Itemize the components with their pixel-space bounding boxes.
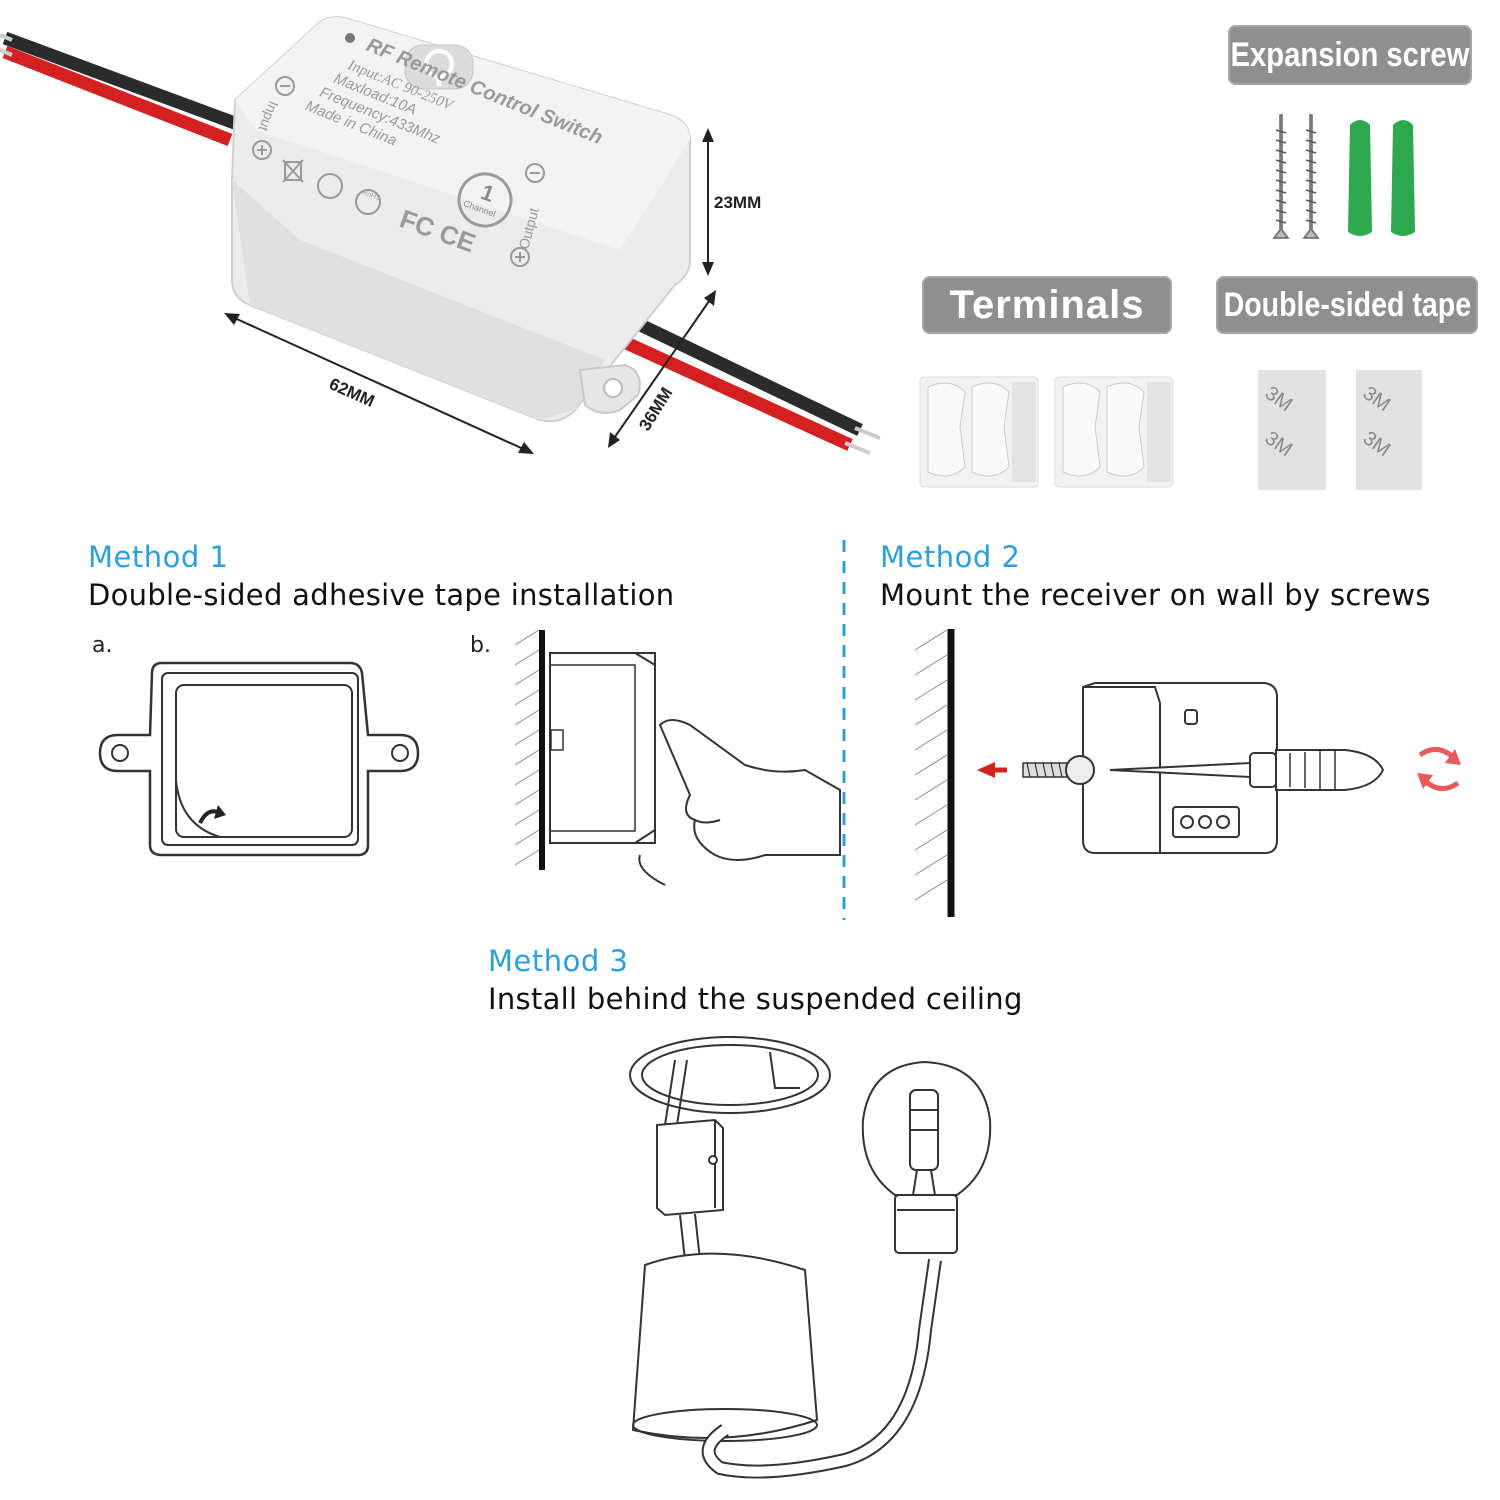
expansion-screw-badge: Expansion screw <box>1228 25 1472 85</box>
wall-anchor-icon <box>1391 120 1415 236</box>
rotate-icon <box>1417 747 1461 791</box>
method-2-description: Mount the receiver on wall by screws <box>880 578 1431 612</box>
dimension-height: 23MM <box>702 128 761 276</box>
tape-back-diagram <box>98 661 420 857</box>
screw-mount-diagram <box>914 629 1461 917</box>
ceiling-hole <box>629 1036 831 1114</box>
red-arrow-icon <box>977 762 1007 778</box>
expansion-screws-image <box>1272 114 1415 239</box>
tape-image: 3M 3M 3M 3M <box>1258 370 1422 490</box>
expansion-screw-label: Expansion screw <box>1230 35 1470 74</box>
ceiling-install-diagram <box>629 1036 992 1479</box>
wall-hatching <box>914 629 948 901</box>
terminals-image <box>919 376 1174 488</box>
method-3-description: Install behind the suspended ceiling <box>488 982 1023 1016</box>
hand-icon <box>638 719 841 886</box>
terminal-connector-icon <box>919 376 1039 488</box>
screw-icon <box>1302 114 1320 239</box>
terminal-connector-icon <box>1054 376 1174 488</box>
step-a-label: a. <box>92 633 113 658</box>
output-wires <box>617 314 881 455</box>
svg-text:36MM: 36MM <box>635 384 676 434</box>
method-1-title: Method 1 <box>88 540 229 574</box>
terminals-badge: Terminals <box>922 276 1172 334</box>
tape-label: Double-sided tape <box>1223 285 1471 324</box>
recycle-icons <box>282 159 381 215</box>
tape-mount-diagram <box>514 629 841 886</box>
polarity-icons <box>252 76 545 267</box>
wall-hatching <box>514 629 540 866</box>
svg-text:23MM: 23MM <box>714 193 761 212</box>
light-bulb-icon <box>861 1060 992 1254</box>
product-illustration: RF Remote Control Switch Input:AC 90-250… <box>0 16 881 455</box>
input-wires <box>0 31 243 147</box>
receiver-icon <box>656 1059 724 1261</box>
tape-strip-icon: 3M 3M <box>1356 370 1422 490</box>
tape-strip-icon: 3M 3M <box>1258 370 1326 490</box>
method-3-title: Method 3 <box>488 944 629 978</box>
step-b-label: b. <box>470 633 491 658</box>
method-2-title: Method 2 <box>880 540 1021 574</box>
switch-body <box>231 16 691 423</box>
screw-icon <box>1022 755 1095 785</box>
wall-anchor-icon <box>1348 120 1372 236</box>
peel-arrow-icon <box>198 805 226 824</box>
terminals-label: Terminals <box>949 282 1145 327</box>
receiver-box <box>1082 682 1278 854</box>
screwdriver-icon <box>1109 749 1385 791</box>
method-divider <box>842 540 846 920</box>
lamp-base-icon <box>631 1252 819 1442</box>
method-1-description: Double-sided adhesive tape installation <box>88 578 675 612</box>
tape-badge: Double-sided tape <box>1216 276 1478 334</box>
screw-icon <box>1272 114 1290 239</box>
